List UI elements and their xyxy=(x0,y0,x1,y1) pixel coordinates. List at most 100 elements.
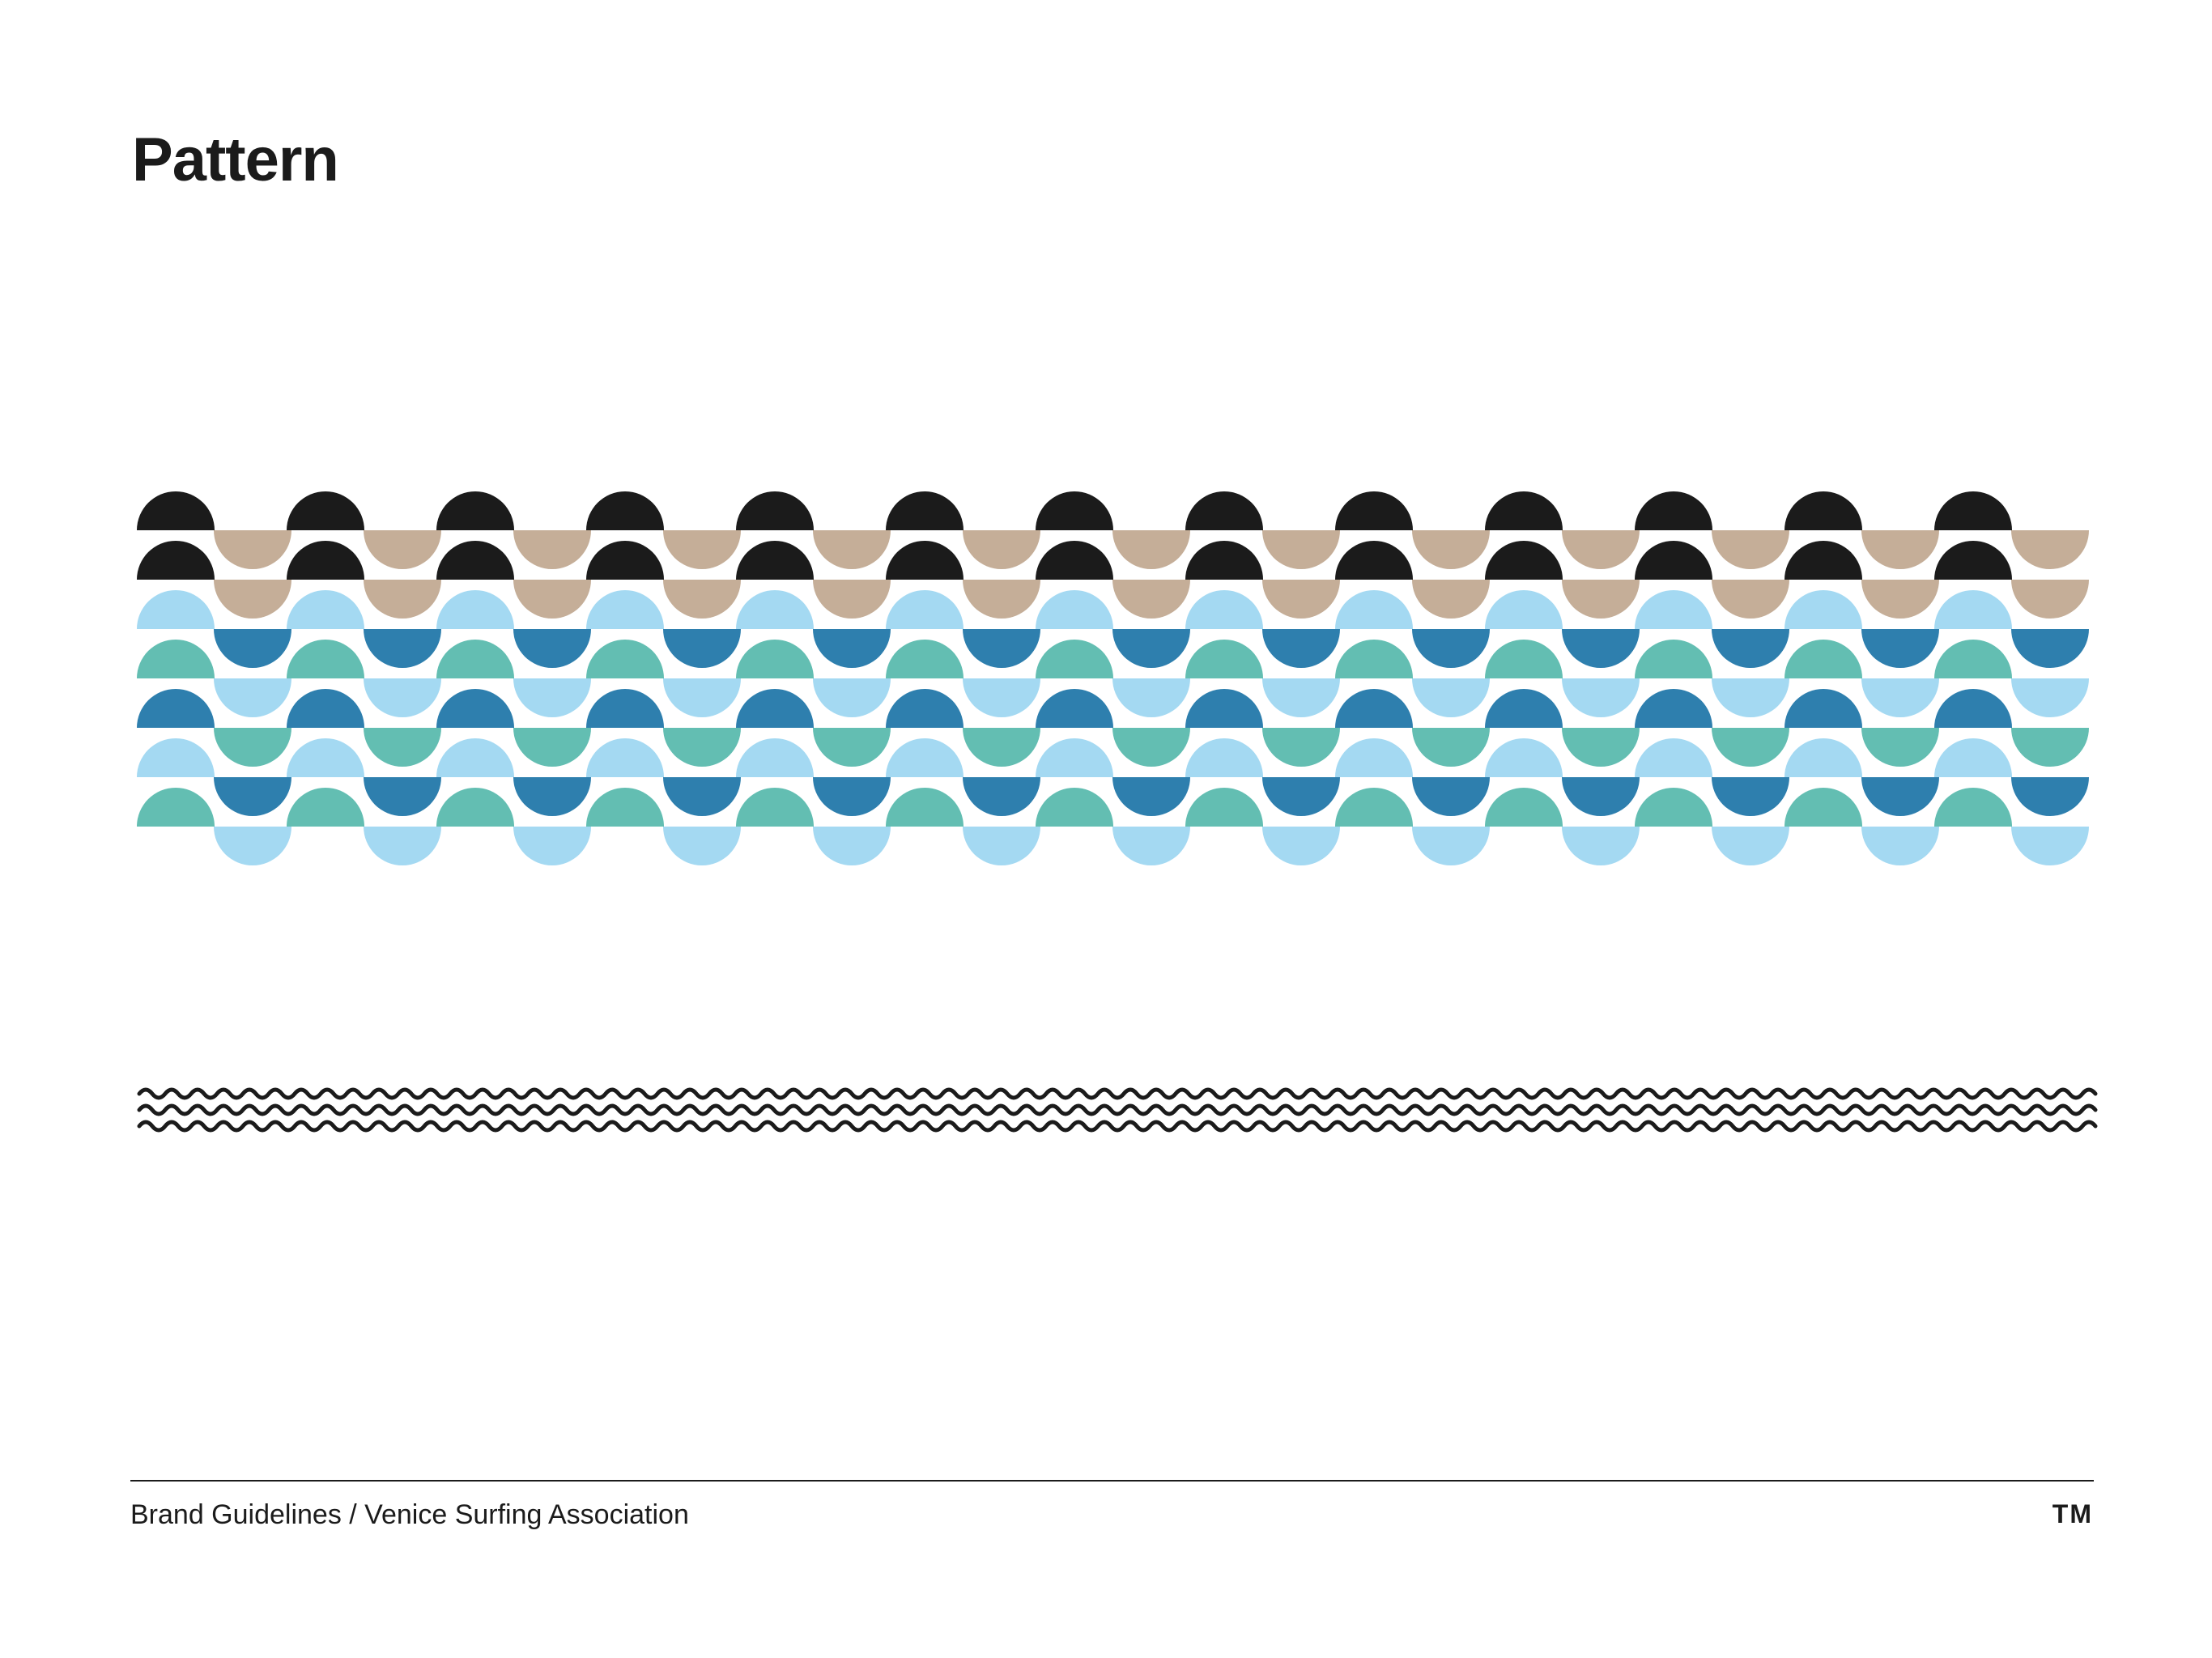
semicircle-top xyxy=(1335,689,1413,728)
semicircle-bottom xyxy=(663,827,741,865)
semicircle-top xyxy=(1036,541,1113,580)
semicircle-bottom xyxy=(214,728,291,767)
semicircle-bottom xyxy=(2011,777,2089,816)
semicircle-bottom xyxy=(214,827,291,865)
semicircle-top xyxy=(1036,491,1113,530)
semicircle-bottom xyxy=(1712,678,1789,717)
semicircle-top xyxy=(1185,788,1263,827)
semicircle-bottom xyxy=(1562,678,1640,717)
semicircle-top xyxy=(1036,590,1113,629)
semicircle-top xyxy=(736,590,814,629)
semicircle-top xyxy=(736,640,814,678)
semicircle-top xyxy=(1934,590,2012,629)
semicircle-top xyxy=(1185,640,1263,678)
semicircle-top xyxy=(1784,738,1862,777)
semicircle-bottom xyxy=(813,777,891,816)
semicircle-top xyxy=(287,689,364,728)
semicircle-bottom xyxy=(364,678,441,717)
semicircle-top xyxy=(436,738,514,777)
semicircle-bottom xyxy=(1262,678,1340,717)
semicircle-bottom xyxy=(1112,530,1190,569)
semicircle-top xyxy=(1635,590,1712,629)
semicircle-bottom xyxy=(1412,580,1490,619)
semicircle-bottom xyxy=(663,580,741,619)
semicircle-top xyxy=(1485,640,1563,678)
semicircle-bottom xyxy=(1412,777,1490,816)
semicircle-bottom xyxy=(1262,580,1340,619)
semicircle-bottom xyxy=(663,530,741,569)
semicircle-bottom xyxy=(1112,728,1190,767)
semicircle-top xyxy=(137,738,215,777)
semicircle-top xyxy=(1635,738,1712,777)
semicircle-top xyxy=(1335,788,1413,827)
semicircle-bottom xyxy=(214,678,291,717)
semicircle-top xyxy=(886,590,963,629)
semicircle-top xyxy=(886,640,963,678)
semicircle-bottom xyxy=(1712,777,1789,816)
semicircle-bottom xyxy=(1861,580,1939,619)
semicircle-top xyxy=(1784,689,1862,728)
semicircle-bottom xyxy=(513,580,591,619)
semicircle-top xyxy=(1485,541,1563,580)
semicircle-bottom xyxy=(1861,629,1939,668)
semicircle-top xyxy=(137,541,215,580)
semicircle-top xyxy=(137,590,215,629)
semicircle-bottom xyxy=(513,777,591,816)
semicircle-bottom xyxy=(513,530,591,569)
semicircle-top xyxy=(1934,689,2012,728)
semicircle-top xyxy=(736,689,814,728)
footer-caption: Brand Guidelines / Venice Surfing Associ… xyxy=(130,1499,689,1530)
semicircle-bottom xyxy=(813,678,891,717)
semicircle-bottom xyxy=(2011,678,2089,717)
semicircle-bottom xyxy=(364,530,441,569)
semicircle-bottom xyxy=(364,827,441,865)
semicircle-bottom xyxy=(364,728,441,767)
wave-line xyxy=(137,1120,2098,1133)
semicircle-top xyxy=(287,788,364,827)
semicircle-top xyxy=(137,788,215,827)
semicircle-top xyxy=(137,491,215,530)
semicircle-top xyxy=(886,541,963,580)
semicircle-bottom xyxy=(1112,580,1190,619)
semicircle-bottom xyxy=(1412,629,1490,668)
semicircle-top xyxy=(436,541,514,580)
semicircle-top xyxy=(137,640,215,678)
semicircle-bottom xyxy=(1712,728,1789,767)
semicircle-bottom xyxy=(813,827,891,865)
semicircle-top xyxy=(586,541,664,580)
semicircle-bottom xyxy=(1262,530,1340,569)
semicircle-top xyxy=(1335,541,1413,580)
semicircle-top xyxy=(1335,491,1413,530)
semicircle-bottom xyxy=(963,678,1040,717)
semicircle-top xyxy=(1784,491,1862,530)
semicircle-top xyxy=(1784,541,1862,580)
semicircle-bottom xyxy=(813,629,891,668)
semicircle-bottom xyxy=(663,777,741,816)
semicircle-bottom xyxy=(214,530,291,569)
semicircle-top xyxy=(436,491,514,530)
semicircle-top xyxy=(586,590,664,629)
semicircle-top xyxy=(1635,788,1712,827)
semicircle-bottom xyxy=(663,678,741,717)
semicircle-top xyxy=(886,738,963,777)
semicircle-bottom xyxy=(2011,728,2089,767)
semicircle-bottom xyxy=(513,827,591,865)
semicircle-top xyxy=(1036,689,1113,728)
semicircle-top xyxy=(1934,541,2012,580)
semicircle-bottom xyxy=(963,530,1040,569)
semicircle-top xyxy=(1784,640,1862,678)
semicircle-top xyxy=(1934,738,2012,777)
semicircle-bottom xyxy=(1412,728,1490,767)
wave-line xyxy=(137,1103,2098,1116)
semicircle-bottom xyxy=(1712,629,1789,668)
semicircle-bottom xyxy=(214,629,291,668)
semicircle-bottom xyxy=(1712,580,1789,619)
semicircle-bottom xyxy=(1712,827,1789,865)
trademark-logo: TM xyxy=(2052,1499,2093,1528)
semicircle-top xyxy=(287,541,364,580)
semicircle-bottom xyxy=(1262,629,1340,668)
semicircle-top xyxy=(1185,491,1263,530)
semicircle-top xyxy=(586,788,664,827)
semicircle-bottom xyxy=(963,777,1040,816)
wave-line xyxy=(137,1087,2098,1100)
